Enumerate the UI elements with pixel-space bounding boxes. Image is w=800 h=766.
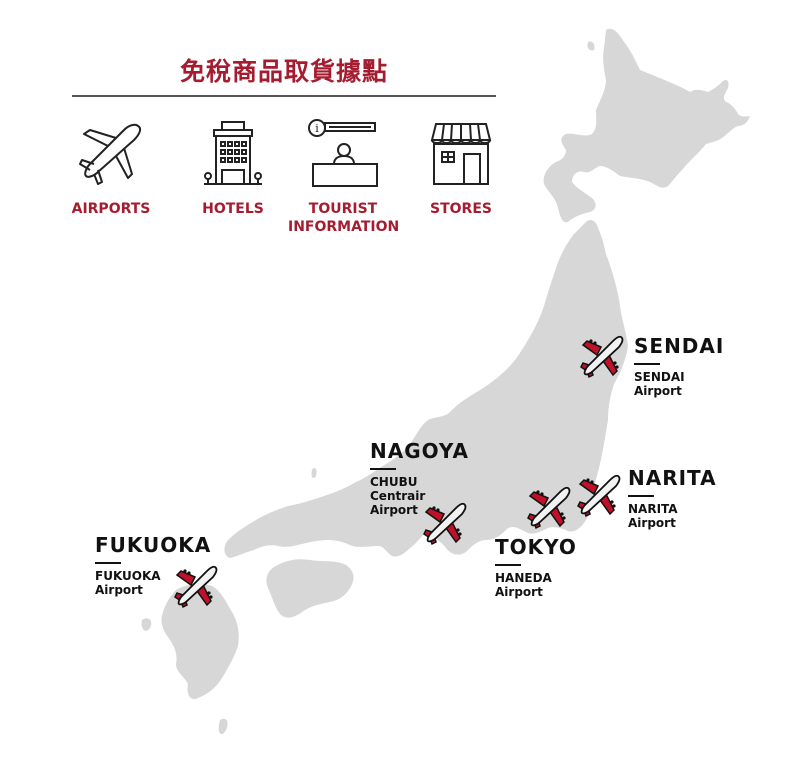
page-title: 免稅商品取貨據點 [179, 57, 388, 86]
city-divider [495, 564, 521, 566]
airport-name-line: NARITA [628, 502, 678, 516]
city-name: NARITA [628, 466, 717, 490]
city-divider [95, 562, 121, 564]
airplane-icon [79, 123, 142, 185]
category-stores: STORES [406, 118, 516, 218]
category-tourist-information: i TOURIST INFORMATION [288, 118, 400, 236]
airport-name-line: Airport [634, 384, 682, 398]
category-hotels: HOTELS [178, 118, 288, 218]
category-label: HOTELS [202, 201, 264, 217]
hokkaido-region [543, 28, 750, 223]
city-divider [370, 468, 396, 470]
location-sendai: SENDAI SENDAI Airport [634, 335, 724, 398]
airport-name-line: Airport [628, 516, 676, 530]
airport-name-line: Airport [495, 585, 543, 599]
airport-name-line: SENDAI [634, 370, 685, 384]
location-fukuoka: FUKUOKA FUKUOKA Airport [95, 534, 211, 597]
title-divider [72, 95, 496, 97]
category-airports: AIRPORTS [56, 118, 166, 218]
haneda-airport-marker-icon[interactable] [526, 484, 572, 530]
airport-name-line: FUKUOKA [95, 569, 161, 583]
city-name: SENDAI [634, 334, 725, 358]
airport-name-line: Centrair [370, 489, 426, 503]
narita-airport-marker-icon[interactable] [576, 472, 622, 518]
airport-name-line: Airport [95, 583, 143, 597]
city-name: FUKUOKA [95, 533, 212, 557]
location-tokyo: TOKYO HANEDA Airport [495, 536, 577, 599]
city-name: NAGOYA [370, 439, 469, 463]
location-narita: NARITA NARITA Airport [628, 467, 717, 530]
honshu-region [224, 220, 628, 558]
airport-name-line: CHUBU [370, 475, 418, 489]
kyushu-region [161, 583, 239, 700]
storefront-icon [430, 123, 492, 185]
svg-text:i: i [315, 122, 319, 135]
shikoku-region [266, 559, 354, 618]
category-label: AIRPORTS [71, 201, 151, 217]
category-label: STORES [430, 201, 492, 217]
airport-name-line: Airport [370, 503, 418, 517]
chubu-airport-marker-icon[interactable] [422, 500, 468, 546]
city-name: TOKYO [495, 535, 577, 559]
hotel-building-icon [204, 121, 262, 185]
fukuoka-airport-marker-icon[interactable] [173, 563, 219, 609]
tourist-information-desk-icon: i [308, 119, 378, 187]
category-label: TOURIST INFORMATION [288, 201, 400, 235]
location-nagoya: NAGOYA CHUBU Centrair Airport [370, 440, 469, 517]
airport-name-line: HANEDA [495, 571, 552, 585]
sendai-airport-marker-icon[interactable] [579, 333, 625, 379]
city-divider [628, 495, 654, 497]
city-divider [634, 363, 660, 365]
